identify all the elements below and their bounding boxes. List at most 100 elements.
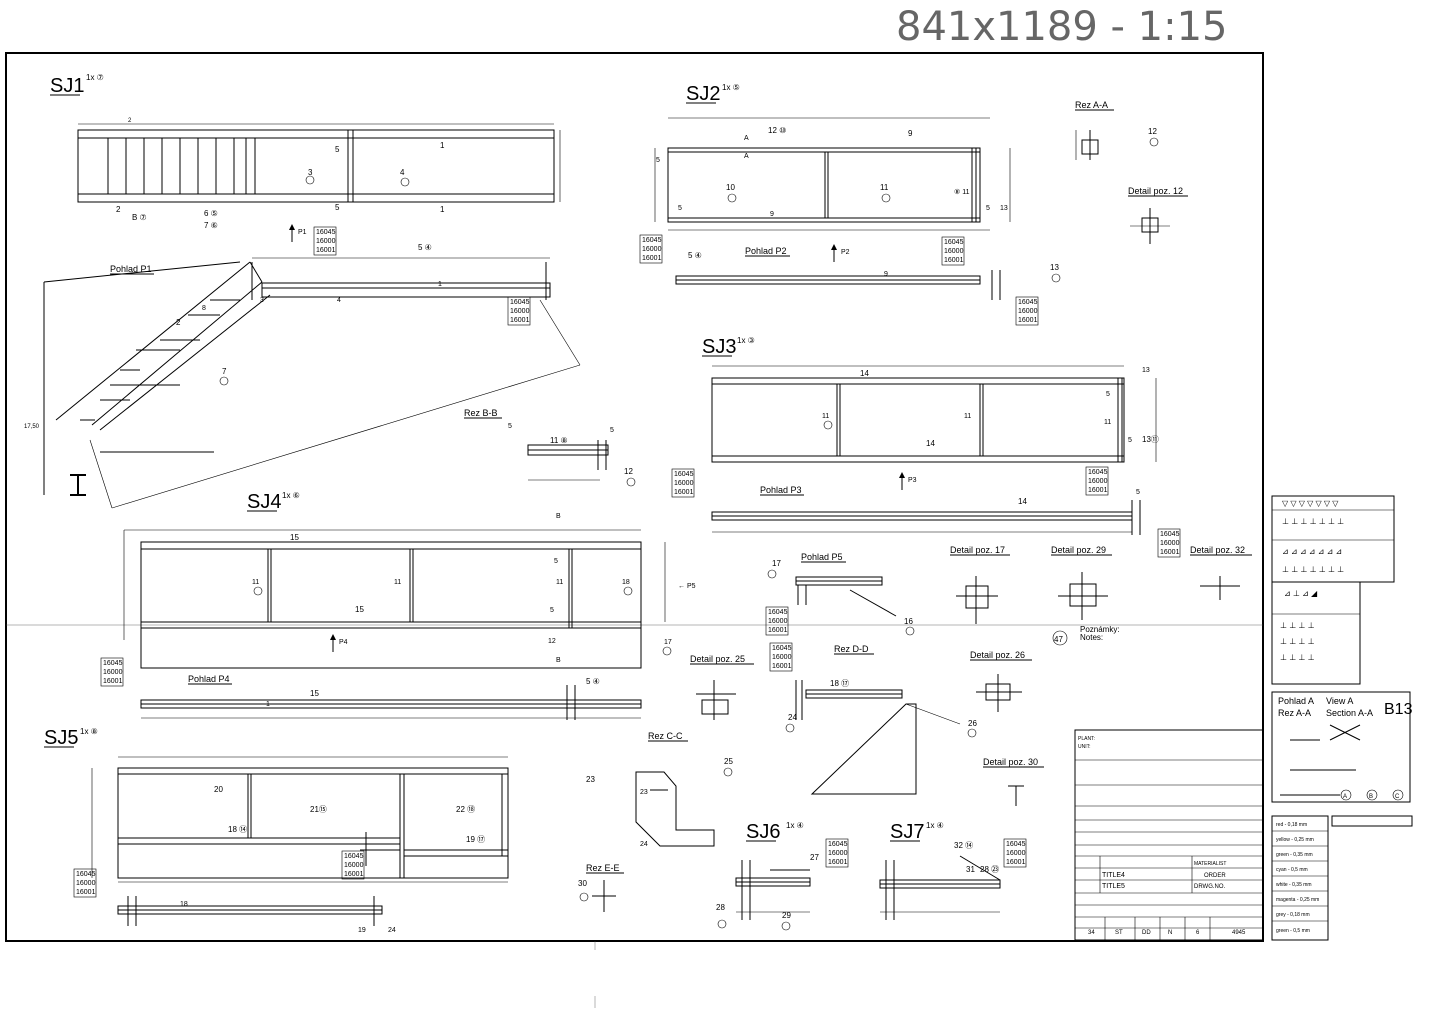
svg-text:11: 11 xyxy=(964,413,971,420)
svg-text:18: 18 xyxy=(622,579,630,586)
svg-text:5: 5 xyxy=(335,203,340,212)
svg-text:5: 5 xyxy=(678,205,682,212)
legend-rez-aa: Rez A-A xyxy=(1278,708,1311,718)
svg-text:⑧ 11: ⑧ 11 xyxy=(954,188,970,196)
svg-text:5: 5 xyxy=(610,427,614,434)
svg-text:28 ㉓: 28 ㉓ xyxy=(980,865,999,874)
svg-text:16045: 16045 xyxy=(1018,299,1038,306)
pen-1: yellow - 0,25 mm xyxy=(1276,837,1314,843)
svg-text:23: 23 xyxy=(640,789,648,796)
pen-2: green - 0,35 mm xyxy=(1276,852,1313,858)
svg-text:P1: P1 xyxy=(298,229,307,236)
svg-text:16000: 16000 xyxy=(944,248,964,255)
svg-text:22 ⑱: 22 ⑱ xyxy=(456,805,475,814)
svg-text:16000: 16000 xyxy=(510,308,530,315)
svg-text:1: 1 xyxy=(440,205,445,214)
svg-text:B: B xyxy=(1369,794,1373,800)
svg-text:11: 11 xyxy=(880,183,889,192)
svg-text:16000: 16000 xyxy=(768,618,788,625)
view-pohlad-p1: Pohlad P1 xyxy=(110,264,152,274)
svg-text:16000: 16000 xyxy=(1160,540,1180,547)
svg-text:16001: 16001 xyxy=(103,678,123,685)
sj1-std-3: 16001 xyxy=(316,247,336,254)
svg-text:16001: 16001 xyxy=(76,889,96,896)
svg-text:⊥ ⊥ ⊥ ⊥ ⊥ ⊥ ⊥: ⊥ ⊥ ⊥ ⊥ ⊥ ⊥ ⊥ xyxy=(1282,517,1344,526)
svg-text:16000: 16000 xyxy=(103,669,123,676)
svg-text:16000: 16000 xyxy=(1088,478,1108,485)
view-rez-aa: Rez A-A xyxy=(1075,100,1108,110)
svg-text:16: 16 xyxy=(904,617,913,626)
svg-text:4: 4 xyxy=(400,168,405,177)
view-rez-cc: Rez C-C xyxy=(648,731,683,741)
svg-text:4: 4 xyxy=(337,297,341,304)
svg-text:16001: 16001 xyxy=(642,255,662,262)
assembly-sj7: SJ7 1x ④ 16045 16000 16001 32 ⑭ 31 28 ㉓ xyxy=(879,821,1027,920)
svg-text:16045: 16045 xyxy=(772,645,792,652)
svg-text:3: 3 xyxy=(308,168,313,177)
legend-pohlad-a: Pohlad A xyxy=(1278,696,1314,706)
title-block: PLANT: UNIT: TITLE4 TITLE5 ORDER DRWG.NO… xyxy=(1074,729,1264,941)
view-rez-ee: Rez E-E xyxy=(586,863,620,873)
svg-text:16001: 16001 xyxy=(944,257,964,264)
svg-text:5: 5 xyxy=(1128,437,1132,444)
svg-text:← P5: ← P5 xyxy=(678,583,696,590)
svg-text:32 ⑭: 32 ⑭ xyxy=(954,841,973,850)
details-right: Detail poz. 17 Detail poz. 29 Detail poz… xyxy=(950,545,1252,806)
legend-view-a: View A xyxy=(1326,696,1353,706)
svg-text:11: 11 xyxy=(252,579,259,586)
svg-text:11 ⑧: 11 ⑧ xyxy=(550,436,568,445)
svg-text:16045: 16045 xyxy=(1160,531,1180,538)
svg-text:17: 17 xyxy=(664,639,672,646)
view-detail-32: Detail poz. 32 xyxy=(1190,545,1245,555)
tb-unit: UNIT: xyxy=(1078,744,1091,750)
pen-3: cyan - 0,5 mm xyxy=(1276,867,1308,873)
svg-text:16000: 16000 xyxy=(344,862,364,869)
svg-text:16000: 16000 xyxy=(642,246,662,253)
sj1-qty: 1x ⑦ xyxy=(86,73,104,82)
view-rez-dd: Rez D-D xyxy=(834,644,869,654)
svg-text:16001: 16001 xyxy=(510,317,530,324)
assembly-sj4: SJ4 1x ⑥ 15 15 11 11 11 5 5 12 18 17 B B… xyxy=(100,491,696,720)
sj3-label: SJ3 xyxy=(702,336,736,358)
rez-aa: Rez A-A 12 Detail poz. 12 xyxy=(1075,100,1188,244)
view-pohlad-p3: Pohlad P3 xyxy=(760,485,802,495)
svg-text:10: 10 xyxy=(726,183,735,192)
svg-text:⊿ ⊿ ⊿ ⊿ ⊿ ⊿ ⊿: ⊿ ⊿ ⊿ ⊿ ⊿ ⊿ ⊿ xyxy=(1282,547,1342,556)
svg-text:2: 2 xyxy=(176,318,181,327)
sj1-std-2: 16000 xyxy=(316,238,336,245)
svg-text:P3: P3 xyxy=(908,477,917,484)
legend-section-aa: Section A-A xyxy=(1326,708,1373,718)
svg-text:13⑪: 13⑪ xyxy=(1142,435,1159,444)
tb-title4: TITLE4 xyxy=(1102,872,1125,879)
pen-6: grey - 0,18 mm xyxy=(1276,912,1310,918)
svg-text:16000: 16000 xyxy=(1018,308,1038,315)
tb-row-2: DD xyxy=(1142,930,1151,936)
svg-text:16001: 16001 xyxy=(1006,859,1026,866)
svg-text:16000: 16000 xyxy=(76,880,96,887)
svg-text:16001: 16001 xyxy=(828,859,848,866)
svg-text:16045: 16045 xyxy=(510,299,530,306)
svg-text:5: 5 xyxy=(1106,391,1110,398)
svg-text:5: 5 xyxy=(986,205,990,212)
svg-text:16045: 16045 xyxy=(768,609,788,616)
svg-text:19: 19 xyxy=(358,927,366,934)
svg-text:11: 11 xyxy=(1104,419,1111,426)
svg-text:12: 12 xyxy=(1148,127,1157,136)
svg-text:14: 14 xyxy=(860,369,869,378)
svg-text:⊥ ⊥ ⊥ ⊥: ⊥ ⊥ ⊥ ⊥ xyxy=(1280,637,1315,646)
tb-drwg-no: DRWG.NO. xyxy=(1194,884,1226,890)
sj1-label: SJ1 xyxy=(50,75,84,97)
svg-text:15: 15 xyxy=(290,533,299,542)
assembly-sj1: SJ1 1x ⑦ 2 3 4 1 1 5 5 2 6 ⑤ 7 ⑥ B ⑦ xyxy=(24,73,636,509)
svg-text:27: 27 xyxy=(810,853,819,862)
svg-text:5: 5 xyxy=(335,145,340,154)
svg-text:16001: 16001 xyxy=(674,489,694,496)
svg-text:5 ④: 5 ④ xyxy=(418,243,432,252)
view-rez-bb: Rez B-B xyxy=(464,408,498,418)
svg-text:16001: 16001 xyxy=(344,871,364,878)
svg-text:16001: 16001 xyxy=(1160,549,1180,556)
svg-text:23: 23 xyxy=(586,775,595,784)
view-pohlad-p2: Pohlad P2 xyxy=(745,246,787,256)
svg-text:⊿ ⊥ ⊿ ◢: ⊿ ⊥ ⊿ ◢ xyxy=(1284,589,1318,598)
